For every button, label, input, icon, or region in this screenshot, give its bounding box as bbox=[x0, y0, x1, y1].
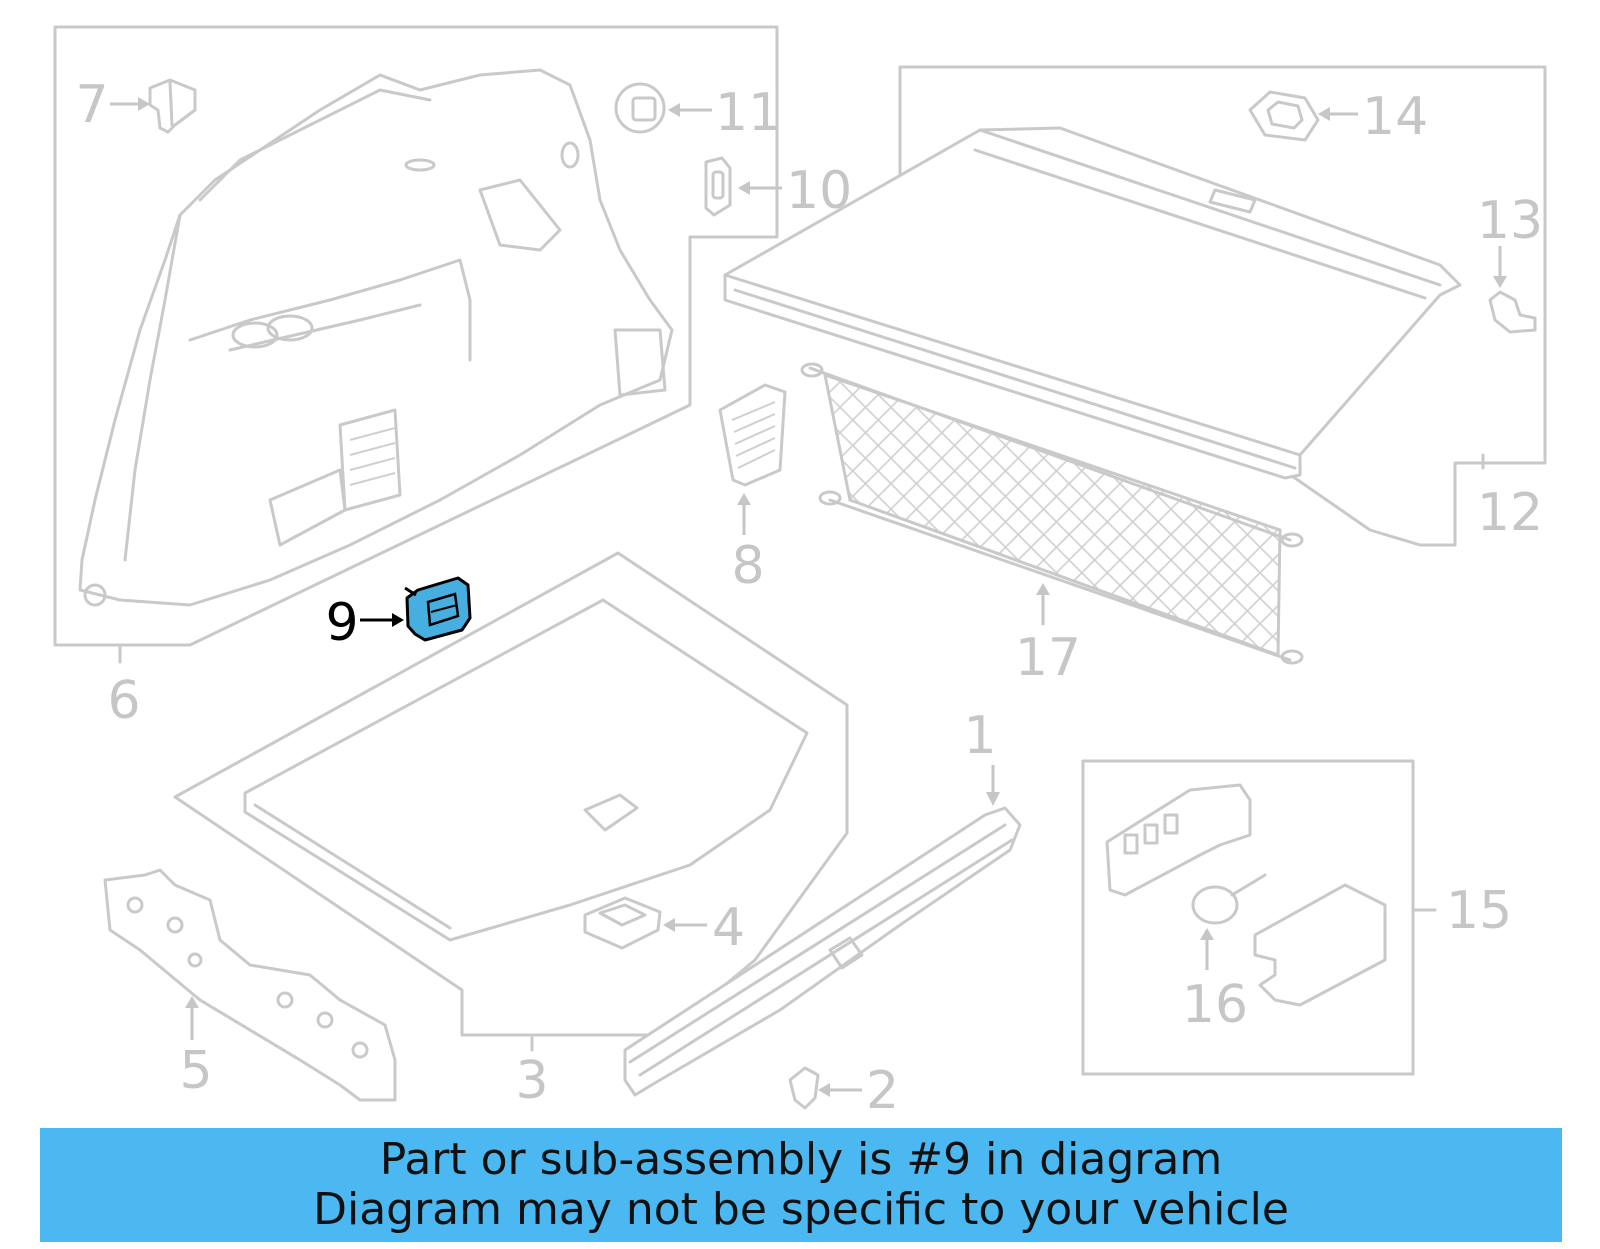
callout-15: 15 bbox=[1446, 881, 1512, 941]
part-13-retainer bbox=[1488, 290, 1537, 334]
banner-line-disclaimer: Diagram may not be specific to your vehi… bbox=[313, 1184, 1289, 1235]
callout-8: 8 bbox=[731, 536, 764, 596]
cargo-floor-group bbox=[173, 551, 849, 1052]
callouts: 1 2 3 4 5 6 7 8 9 10 11 bbox=[75, 75, 1543, 1121]
callout-2: 2 bbox=[866, 1061, 899, 1121]
part-7-clip bbox=[148, 78, 197, 134]
callout-16: 16 bbox=[1182, 975, 1248, 1035]
part-11-grommet bbox=[614, 82, 666, 134]
quarter-trim-panel-group bbox=[53, 25, 779, 664]
callout-6: 6 bbox=[107, 671, 140, 731]
part-8-vent bbox=[718, 383, 787, 487]
callout-7: 7 bbox=[75, 75, 108, 135]
callout-17: 17 bbox=[1015, 628, 1081, 688]
info-banner: Part or sub-assembly is #9 in diagram Di… bbox=[40, 1128, 1562, 1242]
part-2-clip bbox=[788, 1066, 820, 1110]
cargo-cover-group bbox=[723, 65, 1547, 547]
part-14-bezel bbox=[1248, 90, 1320, 142]
callout-9: 9 bbox=[325, 593, 358, 653]
callout-11: 11 bbox=[715, 83, 781, 143]
callout-14: 14 bbox=[1362, 87, 1428, 147]
part-5-reinforcement bbox=[103, 868, 397, 1102]
part-17-cargo-net bbox=[800, 362, 1304, 665]
part-4-cap bbox=[583, 896, 662, 950]
part-10-clip bbox=[704, 156, 732, 217]
lamp-group bbox=[1081, 759, 1437, 1076]
callout-13: 13 bbox=[1477, 191, 1543, 251]
callout-3: 3 bbox=[515, 1051, 548, 1111]
callout-5: 5 bbox=[179, 1041, 212, 1101]
callout-1: 1 bbox=[963, 706, 996, 766]
part-9-highlighted bbox=[404, 576, 472, 642]
callout-10: 10 bbox=[786, 161, 852, 221]
callout-4: 4 bbox=[712, 898, 745, 958]
part-1-sill-plate bbox=[623, 806, 1022, 1097]
callout-12: 12 bbox=[1477, 483, 1543, 543]
banner-line-part-number: Part or sub-assembly is #9 in diagram bbox=[379, 1134, 1223, 1185]
